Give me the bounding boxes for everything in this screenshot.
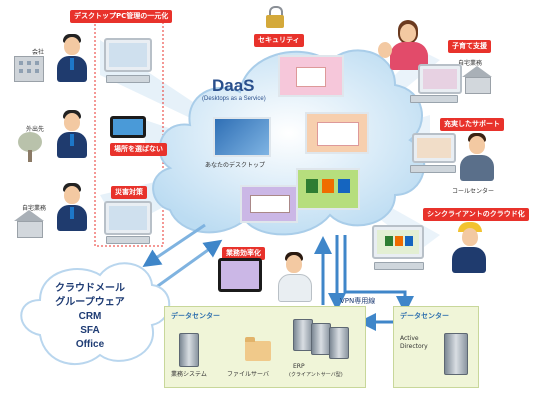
server-icon — [179, 333, 199, 367]
dc-item-erp-sub: (クライアントサーバ型) — [289, 372, 343, 378]
tag-disaster: 災害対策 — [111, 186, 147, 199]
tree-icon — [16, 132, 44, 162]
person-nurse — [276, 252, 312, 302]
label-call-center: コールセンター — [452, 188, 495, 195]
efficiency-tablet — [218, 258, 262, 292]
monitor-thinclient — [372, 225, 424, 259]
arrow-cloud-to-services-1 — [142, 223, 206, 268]
keyboard-support — [410, 165, 456, 173]
monitor-childcare — [418, 64, 462, 94]
tag-support: 充実したサポート — [440, 118, 504, 131]
monitor-company — [104, 38, 152, 72]
cloud-subtitle: (Desktops as a Service) — [202, 96, 266, 102]
monitor-home-left — [104, 201, 152, 235]
tablet-outside — [110, 116, 146, 138]
label-home-office-left: 自宅業務 — [22, 205, 47, 212]
server-icon — [329, 327, 349, 359]
server-icon — [311, 323, 331, 355]
arrow-cloud-to-services-2 — [154, 239, 223, 290]
label-outside: 外出先 — [26, 126, 45, 133]
dc-item-fileserver: ファイルサーバ — [227, 371, 269, 378]
lock-icon — [266, 6, 284, 28]
services-list: クラウドメール グループウェア CRM SFA Office — [34, 282, 146, 352]
tag-security: セキュリティ — [254, 34, 304, 47]
cloud-window-purple — [240, 185, 298, 223]
person-callcenter — [458, 133, 498, 183]
building-icon — [14, 56, 44, 82]
cloud-window-pink — [278, 55, 344, 97]
person-outside — [55, 110, 89, 170]
folder-icon — [245, 337, 271, 361]
dc-item-active: Active — [400, 335, 419, 342]
label-vpn: VPN専用線 — [340, 297, 376, 305]
server-icon — [293, 319, 313, 351]
keyboard-company — [106, 75, 150, 83]
house-icon-right — [462, 66, 492, 94]
tag-childcare: 子育て支援 — [448, 40, 491, 53]
tag-efficiency: 業務効率化 — [222, 247, 265, 260]
keyboard-childcare — [410, 95, 458, 103]
cloud-title: DaaS — [212, 76, 255, 95]
service-item: SFA — [80, 325, 100, 336]
keyboard-home-left — [106, 236, 150, 244]
service-item: Office — [75, 339, 105, 350]
tag-location: 場所を選ばない — [110, 143, 167, 156]
arrow-vpn — [343, 235, 414, 314]
tag-desktop-mgmt: デスクトップPC管理の一元化 — [70, 10, 173, 23]
cloud-window-orange — [305, 112, 369, 154]
datacenter-right: データセンター Active Directory — [393, 306, 479, 388]
datacenter-right-label: データセンター — [400, 312, 449, 320]
service-item: クラウドメール — [55, 283, 125, 294]
service-item: CRM — [78, 311, 102, 322]
person-thinclient — [450, 222, 490, 274]
datacenter-main-label: データセンター — [171, 312, 220, 320]
label-your-desktop: あなたのデスクトップ — [205, 162, 266, 169]
label-company: 会社 — [32, 49, 45, 56]
person-childcare — [378, 20, 438, 80]
monitor-support — [412, 133, 456, 163]
person-company — [55, 34, 89, 94]
your-desktop-screen — [213, 117, 271, 157]
services-cloud — [20, 262, 171, 365]
tag-thinclient: シンクライアントのクラウド化 — [423, 208, 529, 221]
house-icon-left — [14, 210, 44, 238]
server-icon — [444, 333, 468, 375]
cloud-window-green — [296, 168, 360, 210]
keyboard-thinclient — [374, 262, 424, 270]
person-home-left — [55, 183, 89, 243]
label-home-office-right: 自宅業務 — [458, 60, 483, 67]
dc-item-business: 業務システム — [171, 371, 207, 378]
service-item: グループウェア — [55, 297, 125, 308]
dc-item-erp: ERP — [293, 363, 305, 370]
dc-item-directory: Directory — [400, 343, 428, 350]
datacenter-main: データセンター 業務システム ファイルサーバ ERP (クライアントサーバ型) — [164, 306, 366, 388]
